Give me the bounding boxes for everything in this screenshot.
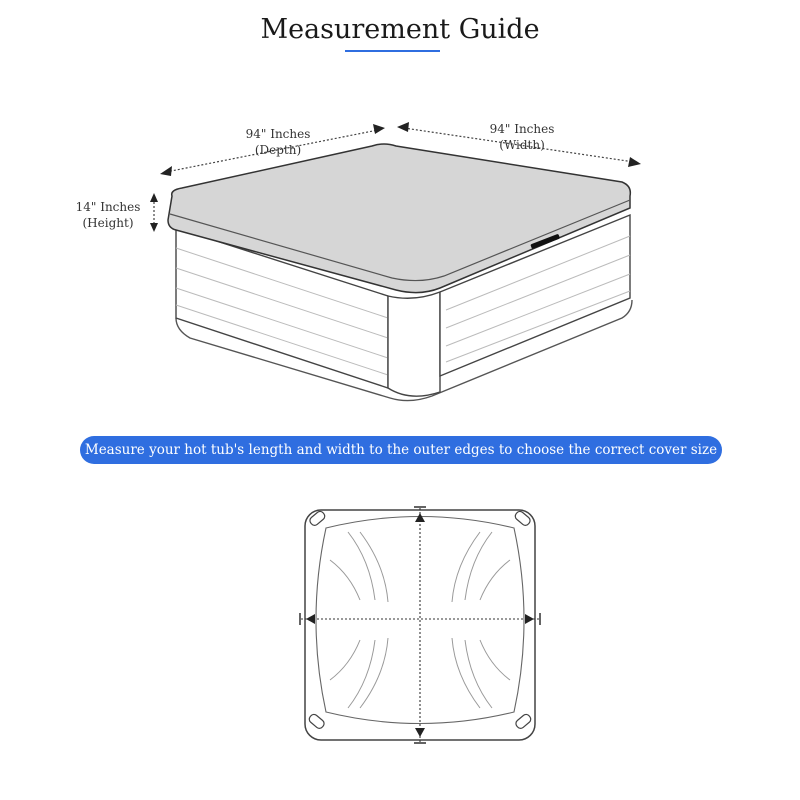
width-arrow-head-left	[397, 122, 409, 132]
cover-inner-panel	[315, 515, 525, 725]
horizontal-arrow-head-right	[525, 614, 534, 624]
vertical-arrow-head-bottom	[415, 728, 425, 737]
height-value: 14" Inches	[75, 200, 141, 214]
height-arrow-head-top	[150, 193, 158, 202]
cover-fold-lines	[329, 531, 511, 709]
right-side-slats	[445, 235, 631, 363]
depth-caption: (Depth)	[254, 143, 302, 157]
depth-arrow	[165, 129, 379, 173]
height-label: 14" Inches (Height)	[62, 199, 154, 231]
depth-value: 94" Inches	[245, 127, 311, 141]
left-side-slats	[175, 247, 389, 376]
width-value: 94" Inches	[489, 122, 555, 136]
cover-outline	[304, 509, 536, 741]
width-arrow	[403, 127, 635, 163]
height-arrow-head-bottom	[150, 223, 158, 232]
vertical-arrow-head-top	[415, 513, 425, 522]
cover-corner-tabs	[308, 510, 532, 729]
page-title: Measurement Guide	[260, 14, 540, 45]
tub-cover-top	[167, 143, 632, 294]
title-underline	[345, 50, 440, 52]
width-caption: (Width)	[499, 138, 545, 152]
horizontal-arrow-head-left	[306, 614, 315, 624]
tub-corner-post	[387, 290, 441, 397]
tub-base	[175, 299, 633, 402]
depth-arrow-head-left	[160, 166, 172, 176]
height-caption: (Height)	[82, 216, 134, 230]
depth-arrow-head-right	[373, 124, 385, 134]
instruction-banner: Measure your hot tub's length and width …	[80, 436, 722, 464]
depth-label: 94" Inches (Depth)	[222, 126, 334, 158]
hot-tub-3d-illustration	[150, 122, 641, 402]
width-label: 94" Inches (Width)	[466, 121, 578, 153]
cover-handle	[530, 234, 560, 249]
width-arrow-head-right	[628, 157, 641, 167]
